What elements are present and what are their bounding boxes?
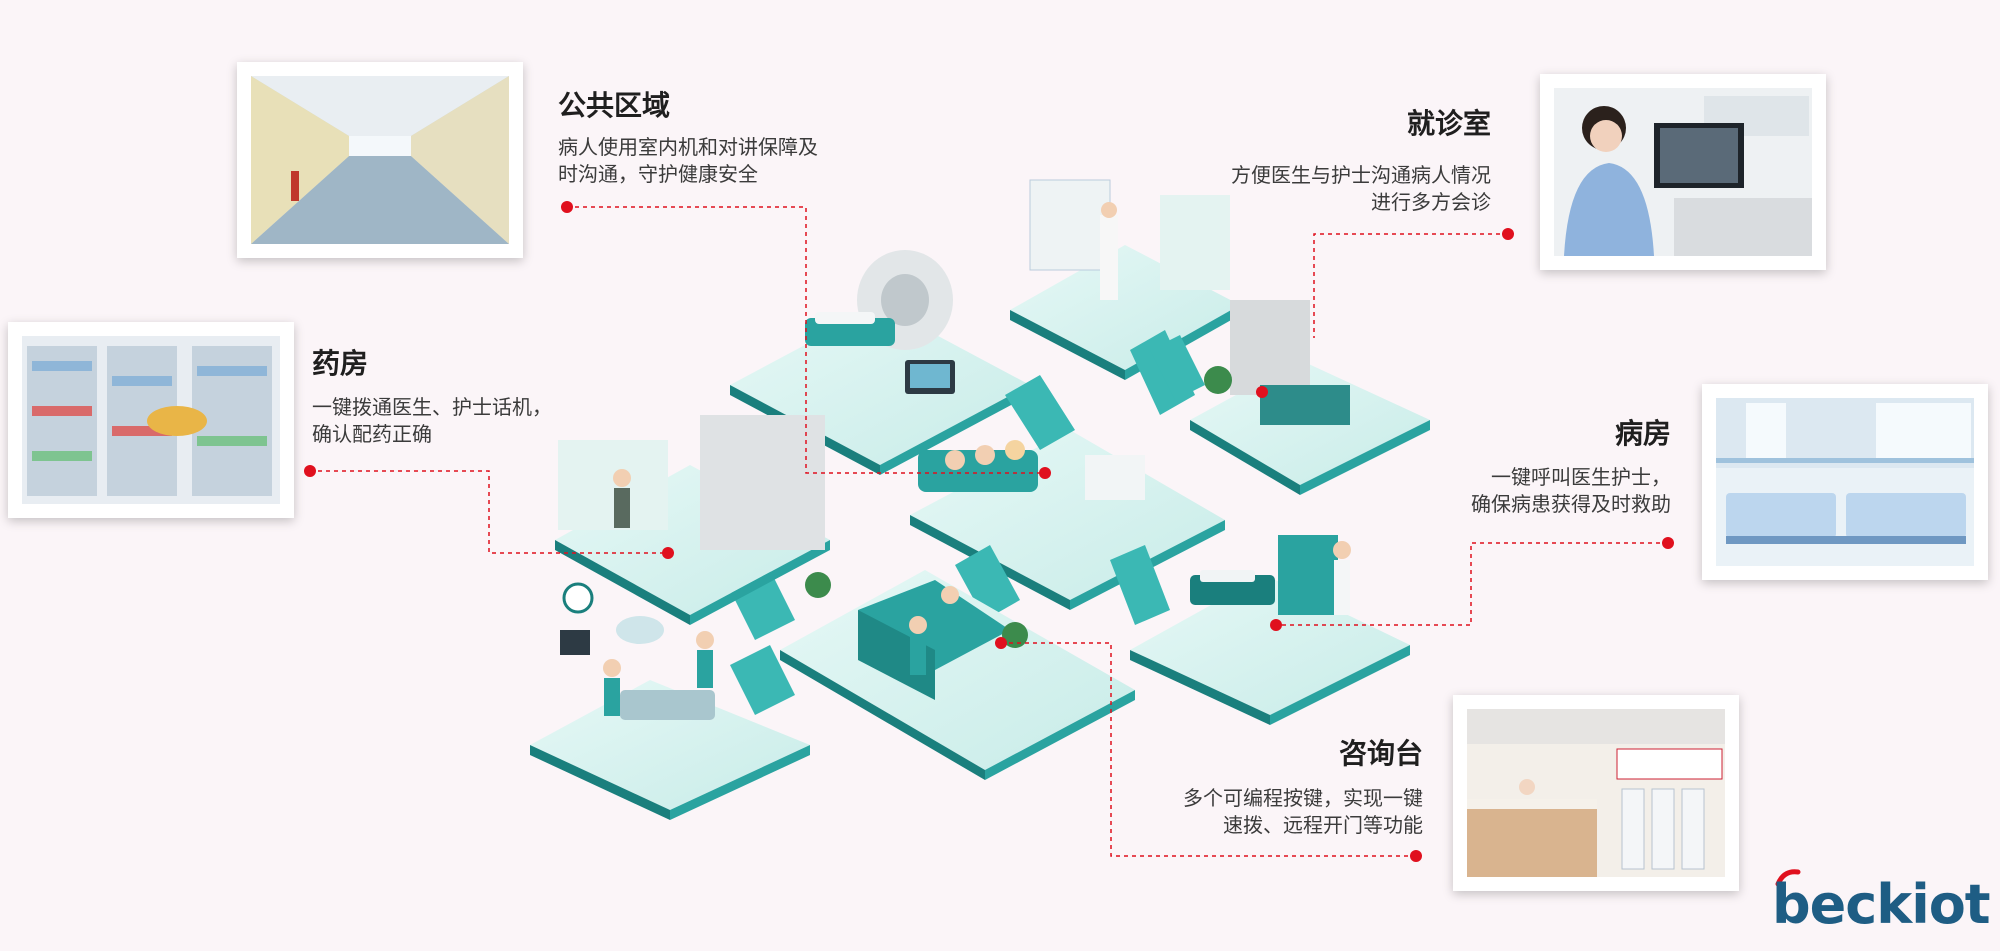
ward-title: 病房 (1614, 417, 1671, 450)
consult-title: 咨询台 (1338, 737, 1423, 770)
ward-room (1130, 535, 1410, 725)
photo-public-area (237, 62, 523, 258)
public-area-desc: 病人使用室内机和对讲保障及 时沟通，守护健康安全 (558, 134, 818, 188)
pharmacy-room (555, 415, 830, 625)
pharmacy-desc-line: 确认配药正确 (312, 422, 432, 446)
photo-ward (1702, 384, 1988, 580)
consult-desc: 多个可编程按键，实现一键 速拨、远程开门等功能 (1183, 785, 1423, 839)
consult-desc-line: 速拨、远程开门等功能 (1223, 813, 1423, 837)
public-area-title: 公共区域 (558, 89, 671, 122)
consult-desc-line: 多个可编程按键，实现一键 (1183, 786, 1423, 810)
photo-clinic (1540, 74, 1826, 270)
pharmacy-title: 药房 (312, 347, 369, 380)
brand-logo-mark (1775, 869, 1801, 886)
brand-name: beckiot (1772, 873, 1991, 936)
public-area-desc-line: 病人使用室内机和对讲保障及 (558, 135, 818, 159)
waiting-hall (910, 430, 1225, 610)
public-area-desc-line: 时沟通，守护健康安全 (558, 162, 758, 186)
ward-desc: 一键呼叫医生护士， 确保病患获得及时救助 (1471, 464, 1671, 518)
brand-logo: beckiot (1772, 869, 1991, 940)
pharmacy-desc-line: 一键拨通医生、护士话机， (312, 395, 552, 419)
photo-consult-desk (1453, 695, 1739, 891)
doctor-office (1190, 300, 1430, 495)
clinic-room (1010, 179, 1240, 380)
clinic-title: 就诊室 (1406, 107, 1491, 140)
ward-desc-line: 确保病患获得及时救助 (1471, 492, 1671, 516)
photo-pharmacy (8, 322, 294, 518)
surgery-room (530, 582, 810, 820)
clinic-desc-line: 进行多方会诊 (1371, 190, 1491, 214)
ward-desc-line: 一键呼叫医生护士， (1491, 465, 1671, 489)
clinic-desc: 方便医生与护士沟通病人情况 进行多方会诊 (1231, 162, 1491, 216)
clinic-desc-line: 方便医生与护士沟通病人情况 (1231, 163, 1491, 187)
pharmacy-desc: 一键拨通医生、护士话机， 确认配药正确 (312, 394, 552, 448)
